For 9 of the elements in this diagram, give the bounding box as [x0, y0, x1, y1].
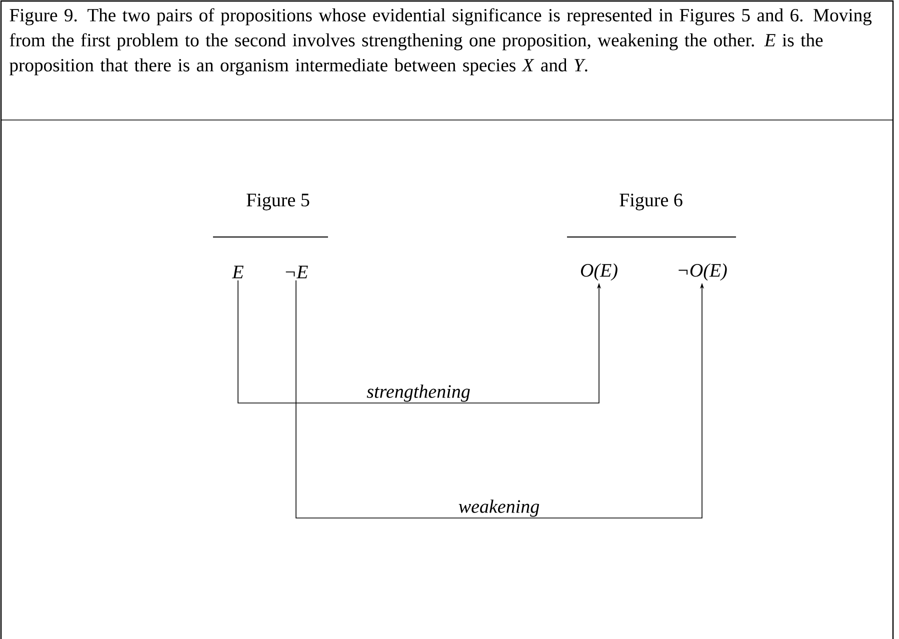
proposition-label: ¬E	[286, 266, 308, 278]
edge-label: weakening	[458, 500, 540, 517]
figure-heading: Figure 5	[246, 194, 310, 210]
proposition-label: ¬O(E)	[678, 263, 727, 281]
edge-label: strengthening	[366, 384, 470, 402]
caption-text: Figure 9. The two pairs of propositions whose evidential significance is represented in Figures 5 and 6. Moving from the first problem to the second involves strengthening one proposition, weakening the other. E is the proposition that there is an organism intermediate between species X and Y.	[10, 8, 872, 76]
proposition-label: O(E)	[580, 263, 618, 281]
proposition-label: E	[232, 266, 244, 278]
figure-heading: Figure 6	[620, 194, 682, 210]
